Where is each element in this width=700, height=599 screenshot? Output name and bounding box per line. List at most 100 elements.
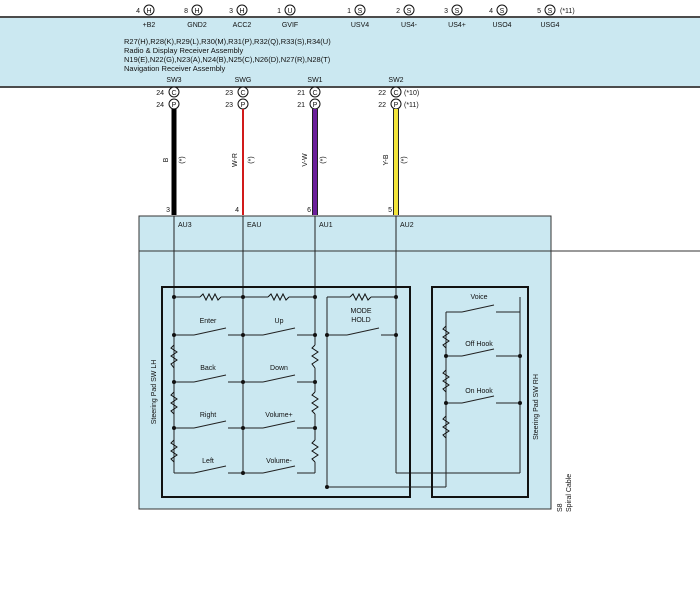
connector-code: C xyxy=(393,90,398,97)
pin-number: 3 xyxy=(229,8,233,15)
pin-number: 4 xyxy=(136,8,140,15)
button-label: Off Hook xyxy=(465,341,493,348)
signal-name: SW2 xyxy=(388,77,403,84)
top-pin-0: 4 H +B2 xyxy=(136,4,156,29)
sw-pin-number: 6 xyxy=(307,207,311,214)
pin-number: 3 xyxy=(444,8,448,15)
button-left: Left xyxy=(174,458,243,474)
signal-sw2: SW2 22 C (*10) 22 P (*11) Y-B (*) xyxy=(378,77,419,215)
rh-pad-title: Steering Pad SW RH xyxy=(533,374,540,440)
connector-code: P xyxy=(172,102,177,109)
sw-pin-label: AU3 xyxy=(178,222,192,229)
connector-code: P xyxy=(313,102,318,109)
top-pin-5: 2 S US4- xyxy=(396,4,418,29)
signal-name: SW1 xyxy=(307,77,322,84)
button-label: Left xyxy=(202,458,214,465)
button-enter: Enter xyxy=(174,318,243,336)
button-label: Volume+ xyxy=(265,412,292,419)
sw-pin-label: AU1 xyxy=(319,222,333,229)
button-label: Down xyxy=(270,365,288,372)
signal-sw1: SW1 21 C 21 P V-W (*) xyxy=(297,77,327,215)
button-voice: Voice xyxy=(446,294,520,313)
wire-note: (*) xyxy=(248,156,255,163)
button-right: Right xyxy=(174,412,243,429)
signal-swg: SWG 23 C 23 P W-R (*) xyxy=(225,77,255,215)
button-label: HOLD xyxy=(351,317,370,324)
pin-label: USV4 xyxy=(351,22,369,29)
assembly-line-4: Navigation Receiver Assembly xyxy=(124,64,226,73)
receiver-assembly-panel xyxy=(0,18,700,86)
steering-pad-rh: Steering Pad SW RH Voice Off Hook On Hoo… xyxy=(431,286,540,498)
pin-number: 21 xyxy=(297,90,305,97)
pin-number: 22 xyxy=(378,102,386,109)
wire-note: (*) xyxy=(179,156,186,163)
button-up: Up xyxy=(243,318,315,336)
pin-number: 5 xyxy=(537,8,541,15)
connector-code: S xyxy=(407,8,412,15)
top-pin-3: 1 U GVIF xyxy=(277,4,298,29)
pin-label: USO4 xyxy=(492,22,511,29)
connector-code: H xyxy=(146,8,151,15)
sw-pin-number: 5 xyxy=(388,207,392,214)
pin-note: (*10) xyxy=(404,90,419,97)
steering-switch-housing: 3 AU3 4 EAU 6 AU1 5 AU2 S8 Spiral Cable xyxy=(138,207,700,512)
pin-label: +B2 xyxy=(143,22,156,29)
pin-number: 1 xyxy=(347,8,351,15)
connector-code: H xyxy=(194,8,199,15)
connector-code: C xyxy=(240,90,245,97)
button-volume-up: Volume+ xyxy=(243,412,315,429)
top-pin-2: 3 H ACC2 xyxy=(229,4,252,29)
assembly-line-3: N19(E),N22(G),N23(A),N24(B),N25(C),N26(D… xyxy=(124,55,331,64)
pin-number: 4 xyxy=(489,8,493,15)
connector-code: U xyxy=(287,8,292,15)
pin-label: USG4 xyxy=(540,22,559,29)
button-label: Enter xyxy=(200,318,217,325)
spiral-cable-label: Spiral Cable xyxy=(566,474,573,512)
signal-name: SW3 xyxy=(166,77,181,84)
button-mode-hold: MODE HOLD xyxy=(327,308,396,336)
wire-note: (*) xyxy=(320,156,327,163)
button-label: On Hook xyxy=(465,388,493,395)
sw-pin-number: 3 xyxy=(166,207,170,214)
wire-color-label: V-W xyxy=(302,153,309,167)
connector-code: S xyxy=(500,8,505,15)
connector-code: P xyxy=(394,102,399,109)
pin-label: US4+ xyxy=(448,22,466,29)
top-pin-8: 5 S (*11) USG4 xyxy=(537,4,575,29)
connector-code: S xyxy=(455,8,460,15)
pin-label: ACC2 xyxy=(233,22,252,29)
sw-pin-label: AU2 xyxy=(400,222,414,229)
button-label: MODE xyxy=(351,308,372,315)
button-back: Back xyxy=(174,365,243,383)
pin-number: 22 xyxy=(378,90,386,97)
connector-code: S xyxy=(358,8,363,15)
button-label: Back xyxy=(200,365,216,372)
pin-label: US4- xyxy=(401,22,418,29)
lh-pad-title: Steering Pad SW LH xyxy=(151,360,158,425)
top-pin-6: 3 S US4+ xyxy=(444,4,466,29)
pin-number: 2 xyxy=(396,8,400,15)
steering-pad-lh: Steering Pad SW LH Enter Back xyxy=(151,286,446,498)
pin-number: 21 xyxy=(297,102,305,109)
top-pin-4: 1 S USV4 xyxy=(347,4,369,29)
signal-sw3: SW3 24 C 24 P B (*) xyxy=(156,77,186,215)
signal-name: SWG xyxy=(235,77,252,84)
assembly-line-2: Radio & Display Receiver Assembly xyxy=(124,46,243,55)
top-pin-7: 4 S USO4 xyxy=(489,4,512,29)
connector-code: C xyxy=(171,90,176,97)
wire-color-label: Y-B xyxy=(383,154,390,165)
button-on-hook: On Hook xyxy=(446,388,520,404)
button-off-hook: Off Hook xyxy=(446,341,520,357)
assembly-line-1: R27(H),R28(K),R29(L),R30(M),R31(P),R32(Q… xyxy=(124,37,331,46)
button-label: Volume- xyxy=(266,458,292,465)
button-label: Voice xyxy=(470,294,487,301)
pin-label: GVIF xyxy=(282,22,298,29)
connector-code: H xyxy=(239,8,244,15)
pin-note: (*11) xyxy=(560,8,575,15)
spiral-cable-code: S8 xyxy=(557,503,564,512)
pin-number: 24 xyxy=(156,102,164,109)
connector-code: P xyxy=(241,102,246,109)
button-label: Up xyxy=(275,318,284,325)
pin-number: 8 xyxy=(184,8,188,15)
